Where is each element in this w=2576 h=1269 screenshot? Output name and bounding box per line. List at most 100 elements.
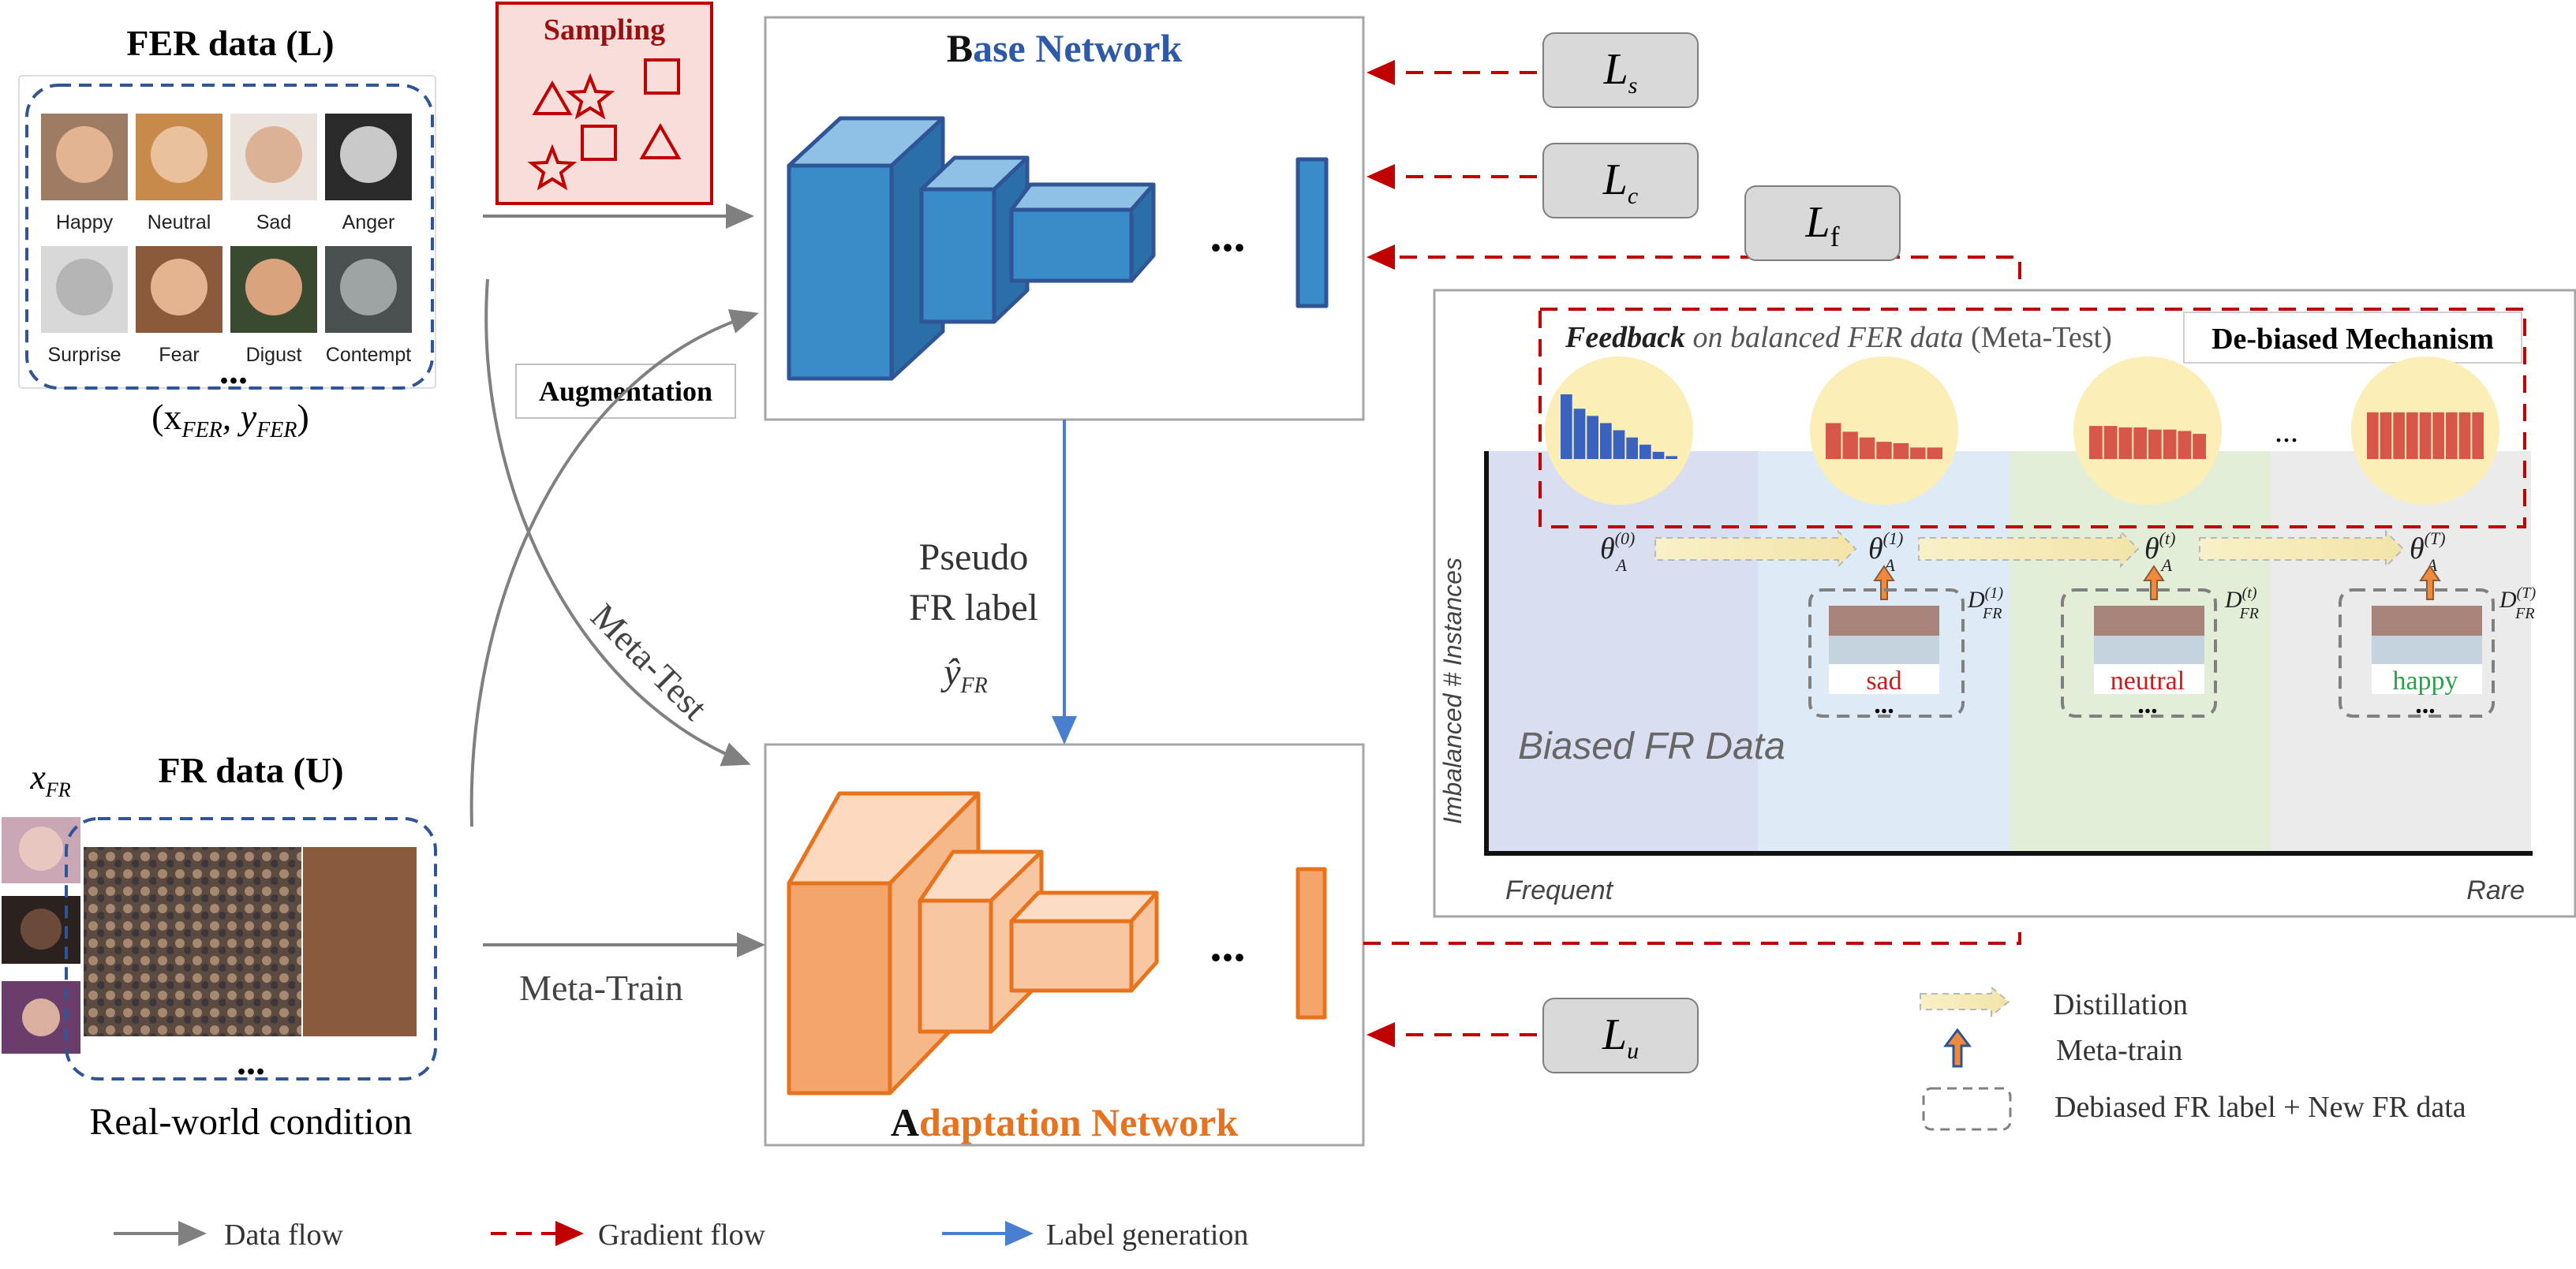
histogram-bar (1639, 444, 1651, 459)
theta-t: θ(t)A (2144, 528, 2175, 575)
feedback-dashed-box (1538, 308, 2526, 528)
histogram-bar (1927, 447, 1942, 459)
debias-biased-label: Biased FR Data (1518, 726, 1785, 767)
fer-ellipsis: ... (219, 350, 248, 392)
adaptation-network-title: Adaptation Network (891, 1100, 1238, 1144)
fer-label-sad: Sad (256, 211, 291, 233)
histogram-bar (1666, 456, 1677, 459)
card-label-neutral: neutral (2111, 666, 2185, 696)
histogram-bar (2163, 429, 2177, 459)
debias-ylabel: Imbalanced # Instances (1438, 558, 1467, 824)
svg-text:Lc: Lc (1602, 155, 1638, 209)
histogram-circle (2073, 356, 2222, 505)
card-label-sad: sad (1866, 666, 1901, 696)
histogram-bar (2419, 412, 2432, 459)
histogram-group (1545, 356, 2499, 505)
histogram-bar (1561, 394, 1572, 459)
distillation-legend-icon (1920, 985, 2010, 1018)
histogram-bar (1573, 409, 1586, 459)
face-head (245, 259, 302, 315)
legend-meta-train: Meta-train (2056, 1034, 2182, 1067)
fer-pair-notation: (xFER, yFER) (151, 397, 309, 442)
between-dots: ... (2275, 413, 2298, 449)
debias-frequent: Frequent (1505, 875, 1614, 905)
fer-label-anger: Anger (342, 211, 395, 233)
histogram-bar (1587, 416, 1598, 459)
triangle-icon (639, 122, 682, 159)
svg-text:Lu: Lu (1602, 1010, 1639, 1064)
face-head (151, 126, 208, 183)
histogram-bar (1910, 447, 1926, 459)
face-head (56, 259, 113, 315)
crowd-image (84, 847, 417, 1036)
histogram-bar (2148, 429, 2162, 459)
d-fr-t: D(t)FR (2224, 584, 2259, 622)
sampling-title: Sampling (544, 13, 665, 47)
mechanism-title: De-biased Mechanism (2211, 323, 2494, 356)
star-icon (565, 73, 615, 120)
square-icon (644, 58, 680, 95)
fer-label-happy: Happy (56, 211, 114, 233)
legend-debiased: Debiased FR label + New FR data (2054, 1091, 2466, 1124)
pseudo-yhat: ŷFR (940, 651, 988, 698)
distillation-chain (1654, 529, 2405, 569)
fer-label-digust: Digust (246, 344, 302, 366)
fer-dashed-box (25, 84, 434, 390)
fer-label-contempt: Contempt (326, 344, 411, 366)
histogram-bar (1626, 437, 1638, 459)
histogram-bar (2472, 412, 2484, 459)
histogram-bar (1842, 431, 1858, 459)
meta-train-arrows (1873, 565, 2441, 600)
loss-ls: Ls (1542, 32, 1699, 108)
square-icon (581, 125, 617, 161)
fer-label-surprise: Surprise (47, 344, 121, 366)
histogram-bar (2393, 412, 2405, 459)
card-label-happy: happy (2392, 666, 2458, 696)
star-icon (527, 144, 578, 191)
fer-label-neutral: Neutral (148, 211, 211, 233)
d-fr-T: D(T)FR (2499, 584, 2536, 622)
loss-lc: Lc (1542, 143, 1699, 218)
histogram-bar (1893, 442, 1909, 459)
histogram-bar (2432, 412, 2444, 459)
feedback-title: Feedback on balanced FER data (Meta-Test… (1565, 321, 2112, 354)
legend-data-flow: Data flow (224, 1219, 343, 1252)
fr-title: FR data (U) (158, 750, 343, 790)
face-head (340, 126, 397, 183)
face-head (56, 126, 113, 183)
theta-0: θ(0)A (1600, 528, 1635, 575)
base-network-dots: ... (1210, 209, 1246, 261)
face-head (245, 126, 302, 183)
base-network-layers (787, 116, 1329, 381)
theta-1: θ(1)A (1868, 528, 1903, 575)
augmentation-curve-arrow (469, 308, 759, 827)
fer-title: FER data (L) (126, 23, 334, 63)
fr-caption: Real-world condition (89, 1101, 412, 1143)
face-head (151, 259, 208, 315)
histogram-bar (2406, 412, 2418, 459)
fr-card-1: sad ... (1808, 588, 1965, 719)
fr-dashed-box (65, 817, 437, 1081)
meta-test-label: Meta-Test (583, 595, 716, 728)
histogram-bar (2103, 426, 2118, 459)
legend-gradient-flow: Gradient flow (598, 1219, 766, 1252)
histogram-bar (2446, 412, 2458, 459)
histogram-bar (1826, 423, 1841, 459)
histogram-bar (2380, 412, 2392, 459)
histogram-bar (2367, 412, 2379, 459)
fr-card-t: neutral ... (2061, 588, 2217, 719)
svg-text:Ls: Ls (1603, 45, 1638, 99)
triangle-icon (532, 80, 573, 115)
histogram-bar (2133, 427, 2147, 459)
pseudo-line1: Pseudo (919, 536, 1029, 578)
mechanism-tag (2183, 312, 2522, 364)
histogram-bar (2178, 431, 2192, 459)
adaptation-network-layers (787, 791, 1327, 1095)
fer-face-grid (41, 114, 412, 333)
meta-test-curve-arrow (484, 278, 751, 767)
pseudo-label-bg (899, 528, 1054, 702)
debiased-legend-icon (1922, 1087, 2012, 1131)
legend-label-generation: Label generation (1046, 1219, 1248, 1252)
histogram-bar (1859, 437, 1875, 459)
